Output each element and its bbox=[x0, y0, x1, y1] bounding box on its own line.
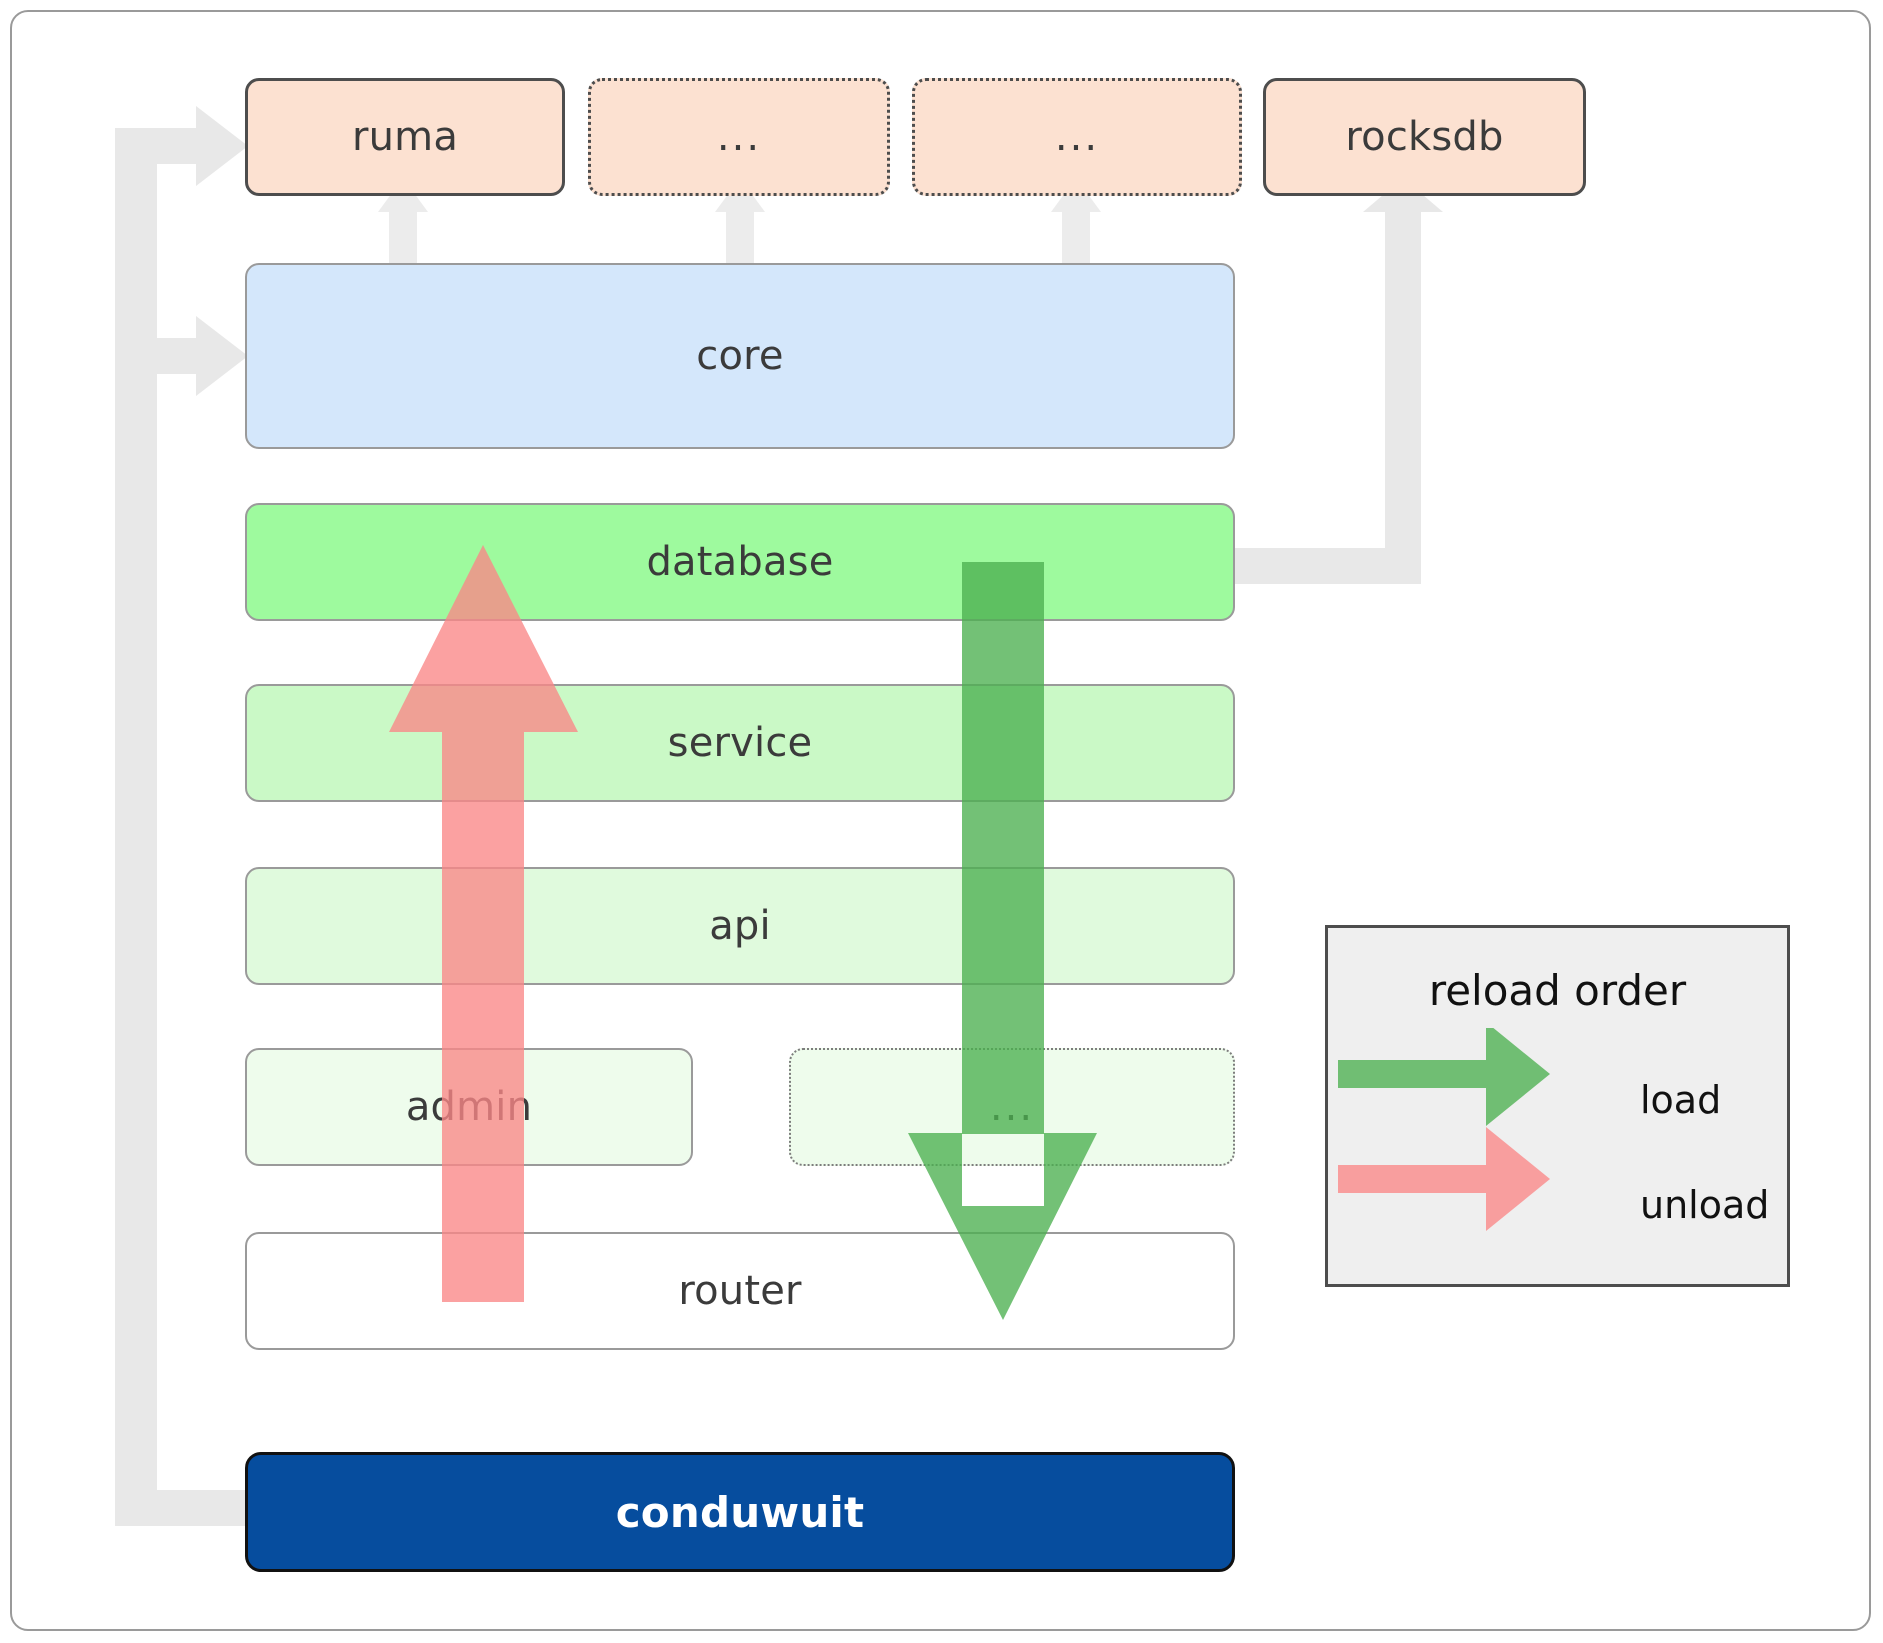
node-dep-ellipsis-2[interactable]: ... bbox=[912, 78, 1242, 196]
legend-label-load: load bbox=[1640, 1078, 1722, 1122]
node-rocksdb[interactable]: rocksdb bbox=[1263, 78, 1586, 196]
node-core-label: core bbox=[696, 333, 784, 379]
node-layer-ellipsis[interactable]: ... bbox=[789, 1048, 1235, 1166]
legend-arrow-swatches bbox=[1338, 1028, 1550, 1231]
node-api-label: api bbox=[709, 903, 771, 949]
node-service[interactable]: service bbox=[245, 684, 1235, 802]
diagram-frame bbox=[10, 10, 1871, 1631]
node-conduwuit-label: conduwuit bbox=[615, 1487, 865, 1537]
node-dep-ellipsis-1[interactable]: ... bbox=[588, 78, 890, 196]
node-core[interactable]: core bbox=[245, 263, 1235, 449]
node-rocksdb-label: rocksdb bbox=[1345, 114, 1504, 160]
node-service-label: service bbox=[667, 720, 813, 766]
legend-load-arrow bbox=[1338, 1028, 1550, 1126]
node-api[interactable]: api bbox=[245, 867, 1235, 985]
node-admin-label: admin bbox=[405, 1084, 533, 1130]
legend-reload-order: reload order load unload bbox=[1325, 925, 1790, 1287]
node-router[interactable]: router bbox=[245, 1232, 1235, 1350]
legend-label-unload: unload bbox=[1640, 1183, 1770, 1227]
node-database[interactable]: database bbox=[245, 503, 1235, 621]
node-router-label: router bbox=[678, 1268, 802, 1314]
node-conduwuit[interactable]: conduwuit bbox=[245, 1452, 1235, 1572]
legend-unload-arrow bbox=[1338, 1127, 1550, 1231]
node-ruma[interactable]: ruma bbox=[245, 78, 565, 196]
legend-title: reload order bbox=[1428, 966, 1687, 1015]
node-ruma-label: ruma bbox=[351, 114, 459, 160]
node-admin[interactable]: admin bbox=[245, 1048, 693, 1166]
node-database-label: database bbox=[646, 539, 834, 585]
